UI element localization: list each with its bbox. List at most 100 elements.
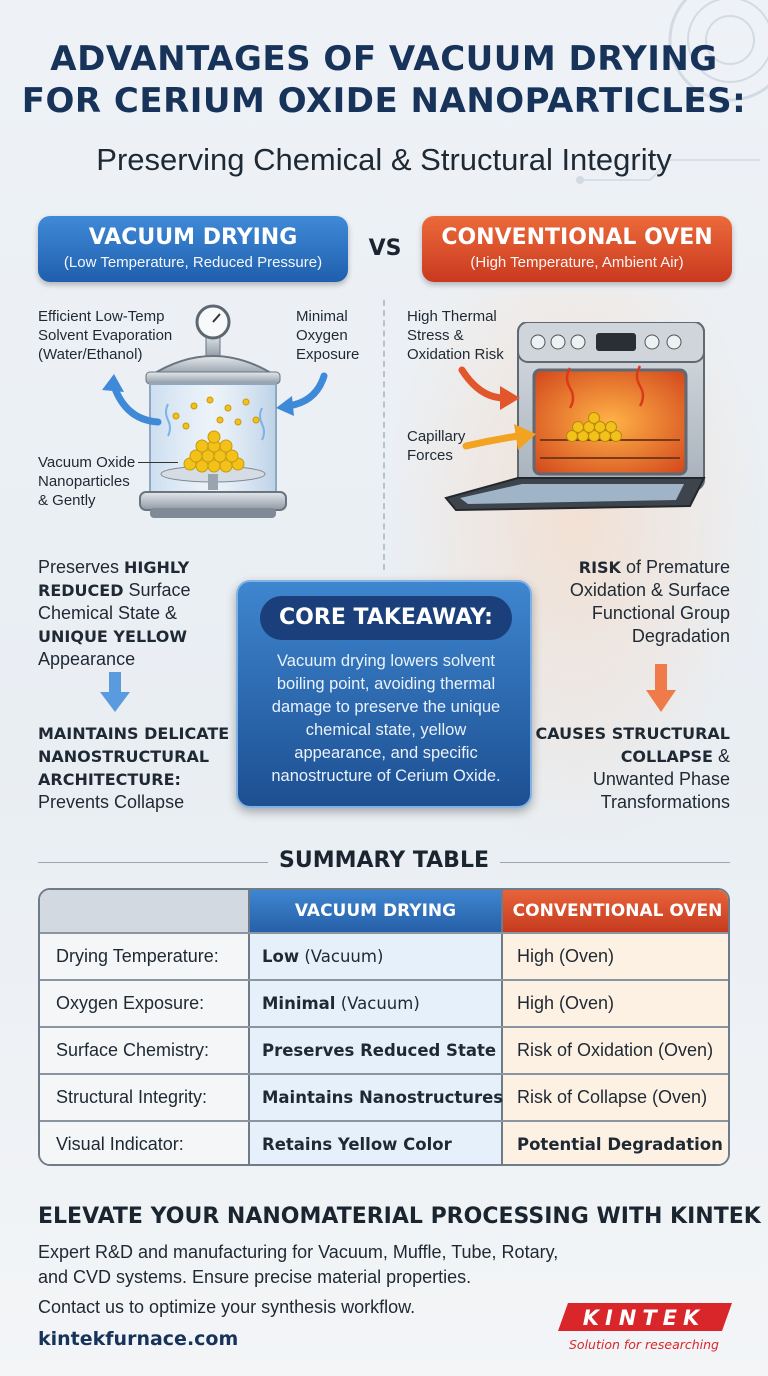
- row-label: Structural Integrity:: [56, 1087, 208, 1107]
- oxygen-label: Minimal Oxygen Exposure: [296, 307, 359, 364]
- row-vacuum-value-bold: Maintains Nanostructures: [262, 1088, 504, 1107]
- page-title: ADVANTAGES OF VACUUM DRYING FOR CERIUM O…: [0, 38, 768, 122]
- row-vacuum-value-bold: Retains Yellow Color: [262, 1135, 452, 1154]
- footer-heading: ELEVATE YOUR NANOMATERIAL PROCESSING WIT…: [38, 1204, 761, 1229]
- vacuum-result-text-bold: NANOSTRUCTURAL: [38, 747, 210, 766]
- nanoparticles-label-line: & Gently: [38, 492, 96, 509]
- nanoparticles-label-line: Vacuum Oxide: [38, 454, 136, 471]
- row-vacuum-value-rest: (Vacuum): [299, 947, 384, 966]
- row-label: Surface Chemistry:: [56, 1040, 210, 1060]
- row-vacuum-value: Minimal (Vacuum): [262, 981, 420, 1026]
- core-takeaway-line: boiling point, avoiding thermal: [276, 675, 496, 693]
- oven-effect-text-line: Oxidation & Surface: [569, 580, 730, 600]
- vacuum-effect-text: Preserves HIGHLY REDUCED Surface Chemica…: [38, 556, 191, 671]
- oven-effect-text: RISK of Premature Oxidation & Surface Fu…: [530, 556, 730, 648]
- vacuum-effect-text-bold: REDUCED: [38, 581, 124, 600]
- table-row: Surface Chemistry: Preserves Reduced Sta…: [40, 1026, 728, 1073]
- nanoparticles-label: Vacuum Oxide Nanoparticles & Gently: [38, 453, 135, 510]
- vacuum-effect-text-line: Chemical State &: [38, 603, 178, 623]
- nanoparticles-leader-line: [138, 462, 178, 463]
- capillary-arrow-icon: [462, 424, 536, 450]
- oxygen-label-line: Exposure: [296, 346, 360, 363]
- table-row: Oxygen Exposure: Minimal (Vacuum) High (…: [40, 979, 728, 1026]
- evaporation-arrow-icon: [102, 374, 162, 426]
- row-label: Drying Temperature:: [56, 946, 219, 966]
- footer-description: Expert R&D and manufacturing for Vacuum,…: [38, 1240, 558, 1290]
- footer-contact: Contact us to optimize your synthesis wo…: [38, 1297, 416, 1317]
- table-header-blank: [40, 890, 248, 932]
- vacuum-result-text-line: Prevents Collapse: [38, 792, 185, 812]
- capillary-label-line: Capillary: [407, 428, 466, 445]
- center-divider: [383, 300, 385, 570]
- table-header-oven: CONVENTIONAL OVEN: [503, 890, 728, 932]
- row-oven-value: High (Oven): [517, 946, 615, 966]
- vacuum-result-text-bold: MAINTAINS DELICATE: [38, 724, 230, 743]
- row-vacuum-value: Maintains Nanostructures: [262, 1075, 503, 1120]
- vacuum-down-arrow-icon: [100, 672, 130, 712]
- vs-label: VS: [368, 236, 402, 261]
- row-vacuum-value-rest: (Vacuum): [335, 994, 420, 1013]
- vacuum-effect-text-line: Appearance: [38, 649, 136, 669]
- core-takeaway-line: chemical state, yellow: [305, 721, 467, 739]
- footer-description-line: and CVD systems. Ensure precise material…: [38, 1267, 472, 1287]
- table-row: Visual Indicator: Retains Yellow Color P…: [40, 1120, 728, 1164]
- row-vacuum-value: Retains Yellow Color: [262, 1122, 452, 1164]
- thermal-stress-label-line: Stress &: [407, 327, 464, 344]
- row-vacuum-value-bold: Minimal: [262, 994, 336, 1013]
- logo-tagline: Solution for researching: [569, 1337, 719, 1352]
- core-takeaway-body: Vacuum drying lowers solvent boiling poi…: [252, 650, 520, 788]
- row-vacuum-value-bold: Low: [262, 947, 300, 966]
- oxygen-label-line: Oxygen: [296, 327, 348, 344]
- row-vacuum-value: Low (Vacuum): [262, 934, 383, 979]
- oven-result-text-bold: CAUSES STRUCTURAL: [535, 724, 730, 743]
- row-oven-value: Risk of Oxidation (Oven): [517, 1040, 714, 1060]
- core-takeaway-heading: CORE TAKEAWAY:: [260, 596, 512, 640]
- table-row: Structural Integrity: Maintains Nanostru…: [40, 1073, 728, 1120]
- row-vacuum-value-bold: Preserves Reduced State: [262, 1041, 497, 1060]
- logo-wordmark: KINTEK: [583, 1306, 706, 1330]
- row-label: Visual Indicator:: [56, 1134, 184, 1154]
- oven-result-text-line: Transformations: [600, 792, 730, 812]
- evaporation-label: Efficient Low-Temp Solvent Evaporation (…: [38, 307, 172, 364]
- vacuum-effect-text-part: Surface: [123, 580, 191, 600]
- row-oven-value: High (Oven): [517, 993, 615, 1013]
- summary-rule-right: [500, 862, 730, 863]
- nanoparticles-label-line: Nanoparticles: [38, 473, 130, 490]
- website-link[interactable]: kintekfurnace.com: [38, 1328, 239, 1350]
- evaporation-label-line: (Water/Ethanol): [38, 346, 143, 363]
- thermal-stress-label-line: Oxidation Risk: [407, 346, 504, 363]
- row-vacuum-value: Preserves Reduced State: [262, 1028, 496, 1073]
- vacuum-chamber-illustration: [139, 304, 287, 518]
- oven-effect-text-part: of Premature: [620, 557, 730, 577]
- oven-result-text-part: &: [712, 746, 730, 766]
- conventional-oven-illustration: [444, 322, 706, 512]
- oven-effect-text-bold: RISK: [578, 558, 621, 577]
- vacuum-drying-header: VACUUM DRYING (Low Temperature, Reduced …: [38, 216, 348, 282]
- core-takeaway-box: CORE TAKEAWAY: Vacuum drying lowers solv…: [236, 580, 532, 808]
- row-oven-value: Potential Degradation: [517, 1135, 723, 1154]
- conventional-oven-header: CONVENTIONAL OVEN (High Temperature, Amb…: [422, 216, 732, 282]
- core-takeaway-line: damage to preserve the unique: [271, 698, 501, 716]
- core-takeaway-line: Vacuum drying lowers solvent: [277, 652, 495, 670]
- oven-title: CONVENTIONAL OVEN: [441, 225, 713, 250]
- table-row: Drying Temperature: Low (Vacuum) High (O…: [40, 932, 728, 979]
- evaporation-label-line: Efficient Low-Temp: [38, 308, 165, 325]
- oven-result-text-bold: COLLAPSE: [620, 747, 713, 766]
- summary-title: SUMMARY TABLE: [279, 848, 489, 873]
- kintek-logo: KINTEK Solution for researching: [558, 1303, 732, 1352]
- capillary-label-line: Forces: [407, 447, 453, 464]
- footer-description-line: Expert R&D and manufacturing for Vacuum,…: [38, 1242, 559, 1262]
- page-subtitle: Preserving Chemical & Structural Integri…: [96, 142, 672, 177]
- oven-effect-text-line: Functional Group: [591, 603, 730, 623]
- capillary-forces-label: Capillary Forces: [407, 427, 465, 465]
- vacuum-effect-text-part: Preserves: [38, 557, 125, 577]
- core-takeaway-line: nanostructure of Cerium Oxide.: [271, 767, 501, 785]
- oven-result-text: CAUSES STRUCTURAL COLLAPSE & Unwanted Ph…: [520, 722, 730, 814]
- oxygen-arrow-icon: [276, 372, 328, 416]
- thermal-stress-label: High Thermal Stress & Oxidation Risk: [407, 307, 504, 364]
- vacuum-result-text-bold: ARCHITECTURE:: [38, 770, 181, 789]
- title-line-2: FOR CERIUM OXIDE NANOPARTICLES:: [21, 81, 747, 121]
- vacuum-effect-text-bold: HIGHLY: [124, 558, 190, 577]
- title-line-1: ADVANTAGES OF VACUUM DRYING: [50, 39, 718, 79]
- row-oven-value: Risk of Collapse (Oven): [517, 1087, 708, 1107]
